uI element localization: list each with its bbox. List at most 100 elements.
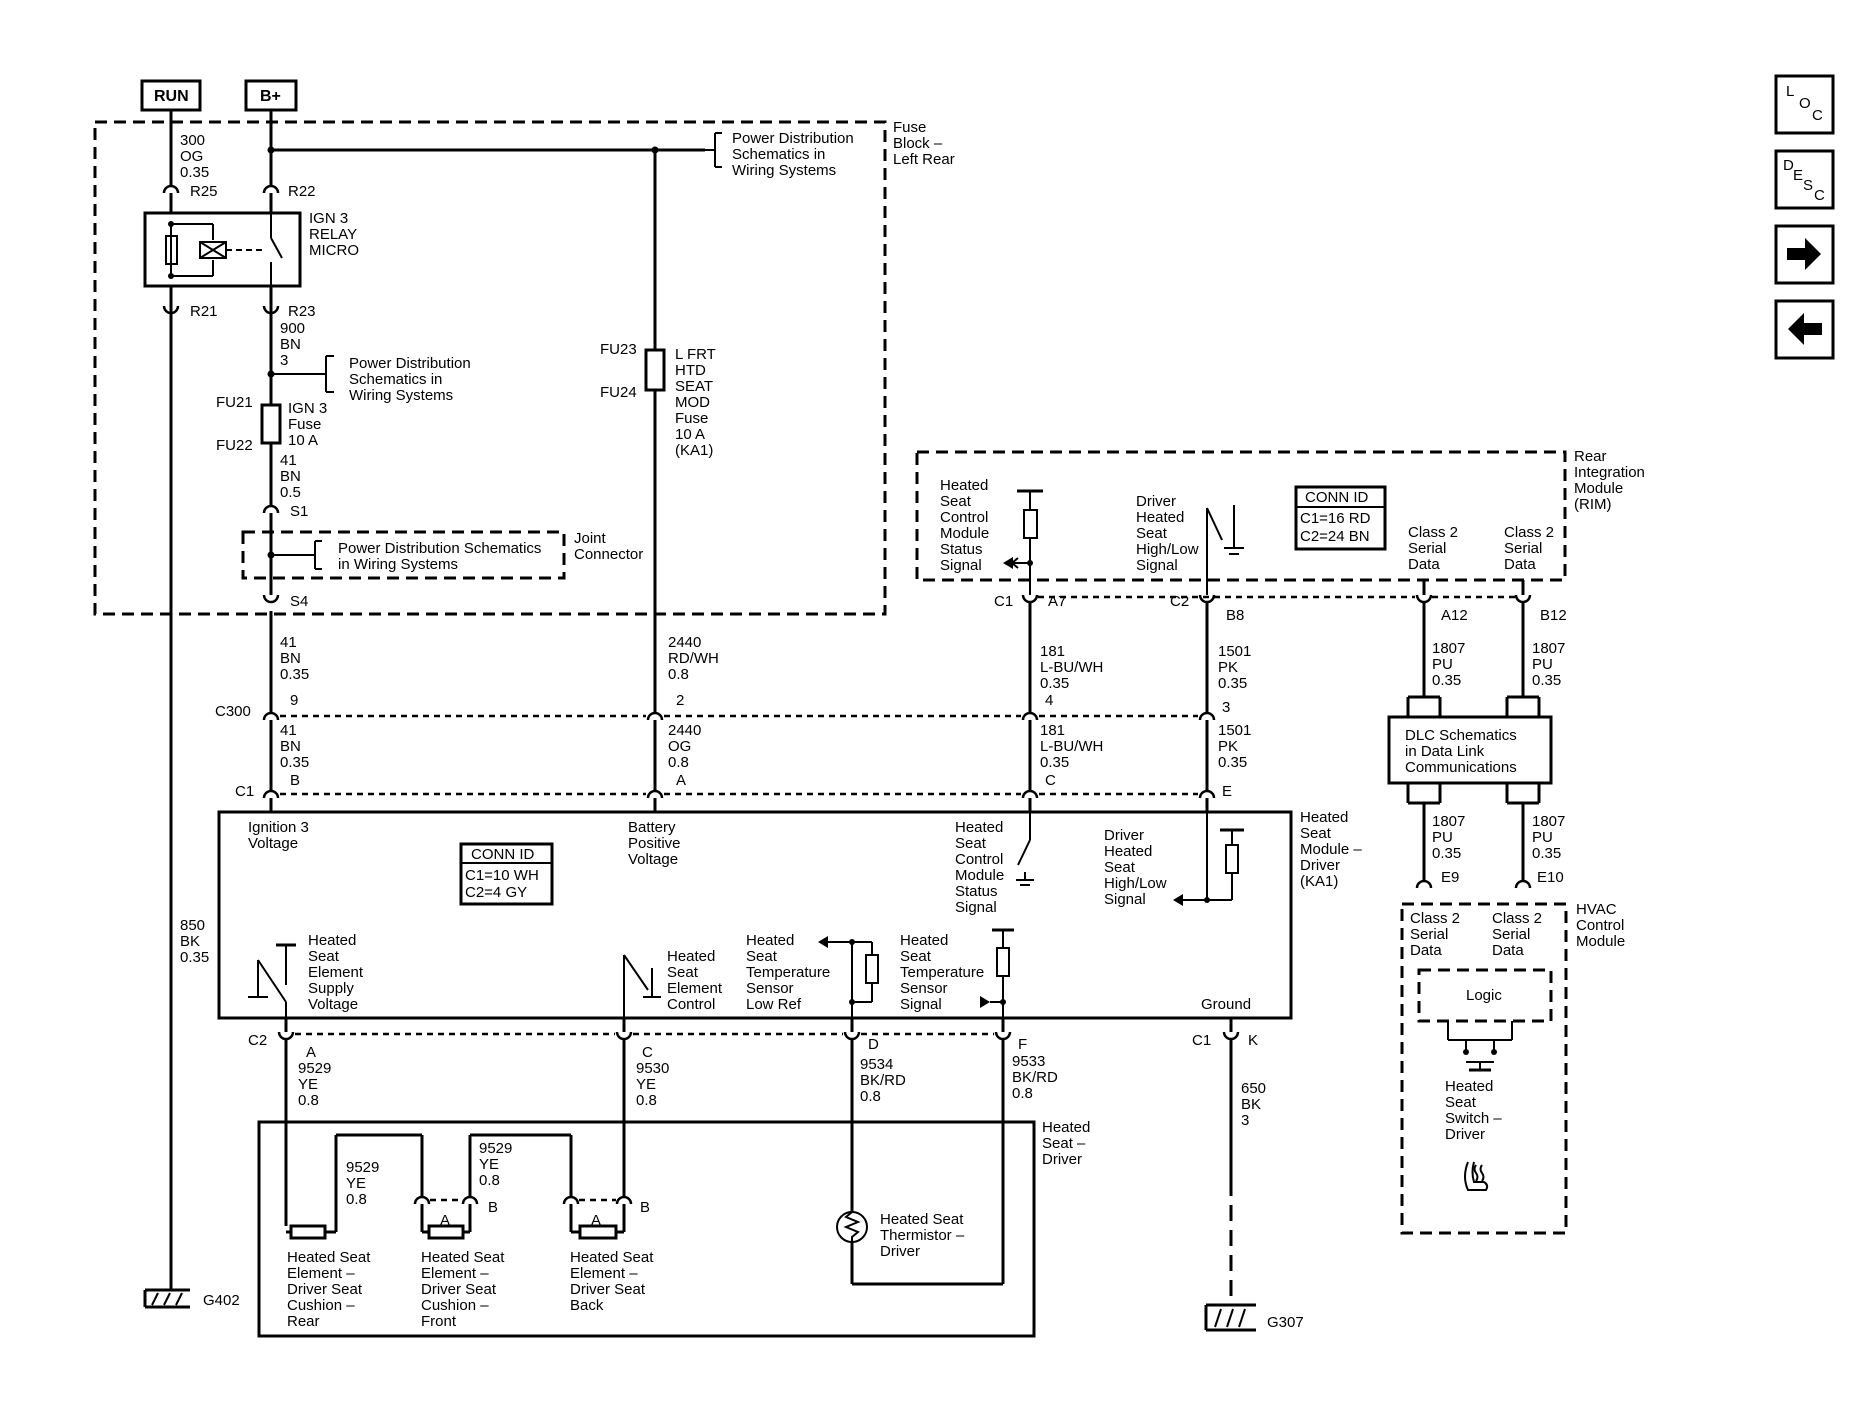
svg-text:HVAC: HVAC	[1576, 901, 1617, 918]
svg-text:9529: 9529	[479, 1140, 512, 1157]
c2-pin-d: D	[868, 1036, 879, 1053]
svg-text:650: 650	[1241, 1080, 1266, 1097]
svg-text:Joint: Joint	[574, 530, 607, 547]
svg-text:41: 41	[280, 452, 297, 469]
element-back-label: Heated Seat Element – Driver Seat Back	[570, 1249, 654, 1314]
svg-text:41: 41	[280, 722, 297, 739]
svg-text:Signal: Signal	[900, 996, 942, 1013]
svg-text:Module: Module	[955, 867, 1004, 884]
svg-text:Voltage: Voltage	[628, 851, 678, 868]
wire-1501-label-top: 1501 PK 0.35	[1218, 643, 1251, 692]
svg-text:Class 2: Class 2	[1410, 910, 1460, 927]
svg-text:0.8: 0.8	[1012, 1085, 1033, 1102]
svg-text:L-BU/WH: L-BU/WH	[1040, 738, 1103, 755]
svg-text:BN: BN	[280, 650, 301, 667]
pin-b12: B12	[1540, 607, 1567, 624]
svg-text:181: 181	[1040, 722, 1065, 739]
hvac-logic-label: Logic	[1466, 987, 1502, 1004]
svg-text:High/Low: High/Low	[1104, 875, 1167, 892]
hvac-c2sd1-label: Class 2 Serial Data	[1410, 910, 1460, 959]
wire-9534-label: 9534 BK/RD 0.8	[860, 1056, 906, 1105]
rim-c2: C2	[1170, 593, 1189, 610]
svg-text:0.8: 0.8	[636, 1092, 657, 1109]
svg-text:Rear: Rear	[287, 1313, 320, 1330]
svg-text:Element: Element	[667, 980, 723, 997]
pin-e9: E9	[1441, 869, 1459, 886]
wire-1807-label-d: 1807 PU 0.35	[1532, 813, 1565, 862]
svg-text:Driver: Driver	[1445, 1126, 1485, 1143]
ground-g307-label: G307	[1267, 1314, 1304, 1331]
svg-text:Seat: Seat	[900, 948, 932, 965]
svg-text:IGN 3: IGN 3	[309, 210, 348, 227]
back-button[interactable]	[1774, 299, 1835, 360]
svg-text:PK: PK	[1218, 738, 1238, 755]
dlc-schematics-ref: DLC Schematics in Data Link Communicatio…	[1387, 715, 1553, 785]
svg-text:Data: Data	[1492, 942, 1524, 959]
svg-text:Power Distribution: Power Distribution	[732, 130, 854, 147]
svg-text:Wiring Systems: Wiring Systems	[732, 162, 836, 179]
hsm-tss-label: Heated Seat Temperature Sensor Signal	[900, 932, 984, 1013]
conn-c2-hsm: C2	[248, 1032, 267, 1049]
svg-text:Status: Status	[955, 883, 998, 900]
svg-text:Driver: Driver	[880, 1243, 920, 1260]
svg-text:3: 3	[1241, 1112, 1249, 1129]
back-pin-a: A	[591, 1212, 601, 1229]
wire-1501-label-low: 1501 PK 0.35	[1218, 722, 1251, 771]
svg-text:0.35: 0.35	[1432, 672, 1461, 689]
svg-text:Element –: Element –	[570, 1265, 638, 1282]
heated-seat-icon	[1464, 1161, 1489, 1191]
wire-41-label-low: 41 BN 0.35	[280, 722, 309, 771]
wire-650-label: 650 BK 3	[1241, 1080, 1266, 1129]
svg-text:Control: Control	[667, 996, 715, 1013]
hsm-ground-label: Ground	[1201, 996, 1251, 1013]
svg-text:Temperature: Temperature	[746, 964, 830, 981]
svg-text:PU: PU	[1532, 656, 1553, 673]
svg-text:Communications: Communications	[1405, 759, 1517, 776]
rim-hscm-label: Heated Seat Control Module Status Signal	[940, 477, 989, 574]
svg-text:YE: YE	[479, 1156, 499, 1173]
joint-connector-box	[241, 530, 566, 580]
svg-text:Serial: Serial	[1504, 540, 1542, 557]
wire-9529b-label: 9529 YE 0.8	[346, 1159, 379, 1208]
svg-text:Low Ref: Low Ref	[746, 996, 802, 1013]
hsm-battery-voltage: Battery Positive Voltage	[628, 819, 681, 868]
svg-text:2440: 2440	[668, 722, 701, 739]
hvac-title: HVAC Control Module	[1576, 901, 1625, 950]
svg-text:1807: 1807	[1432, 813, 1465, 830]
pin-s4: S4	[290, 593, 308, 610]
svg-text:Sensor: Sensor	[746, 980, 794, 997]
svg-text:0.8: 0.8	[860, 1088, 881, 1105]
fuse-block-title: Fuse Block – Left Rear	[893, 119, 955, 168]
fuse-fu21: FU21	[216, 394, 253, 411]
svg-text:DLC Schematics: DLC Schematics	[1405, 727, 1517, 744]
svg-text:Module: Module	[940, 525, 989, 542]
svg-text:Cushion –: Cushion –	[287, 1297, 355, 1314]
svg-text:Heated Seat: Heated Seat	[880, 1211, 964, 1228]
ign3-relay	[143, 193, 302, 306]
svg-text:Heated: Heated	[667, 948, 715, 965]
svg-text:Fuse: Fuse	[288, 416, 321, 433]
loc-button[interactable]: L O C	[1774, 74, 1835, 135]
svg-text:0.35: 0.35	[1040, 675, 1069, 692]
svg-text:Power Distribution: Power Distribution	[349, 355, 471, 372]
wire-41-label-mid: 41 BN 0.35	[280, 634, 309, 683]
hsm-conn-id: CONN ID C1=10 WH C2=4 GY	[459, 842, 554, 906]
svg-text:YE: YE	[636, 1076, 656, 1093]
svg-text:Seat: Seat	[1104, 859, 1136, 876]
svg-text:Serial: Serial	[1410, 926, 1448, 943]
svg-text:Voltage: Voltage	[248, 835, 298, 852]
cushion-front-pin-b: B	[488, 1199, 498, 1216]
forward-button[interactable]	[1774, 224, 1835, 285]
rim-c1: C1	[994, 593, 1013, 610]
svg-text:Signal: Signal	[1104, 891, 1146, 908]
svg-text:Driver: Driver	[1136, 493, 1176, 510]
desc-letter-e: E	[1793, 167, 1803, 184]
pin-r22: R22	[288, 183, 316, 200]
svg-text:C1=10 WH: C1=10 WH	[465, 867, 539, 884]
desc-button[interactable]: D E S C	[1774, 149, 1835, 210]
svg-text:Positive: Positive	[628, 835, 681, 852]
svg-text:RELAY: RELAY	[309, 226, 357, 243]
svg-text:Status: Status	[940, 541, 983, 558]
joint-pds-ref: Power Distribution Schematics in Wiring …	[338, 540, 541, 573]
